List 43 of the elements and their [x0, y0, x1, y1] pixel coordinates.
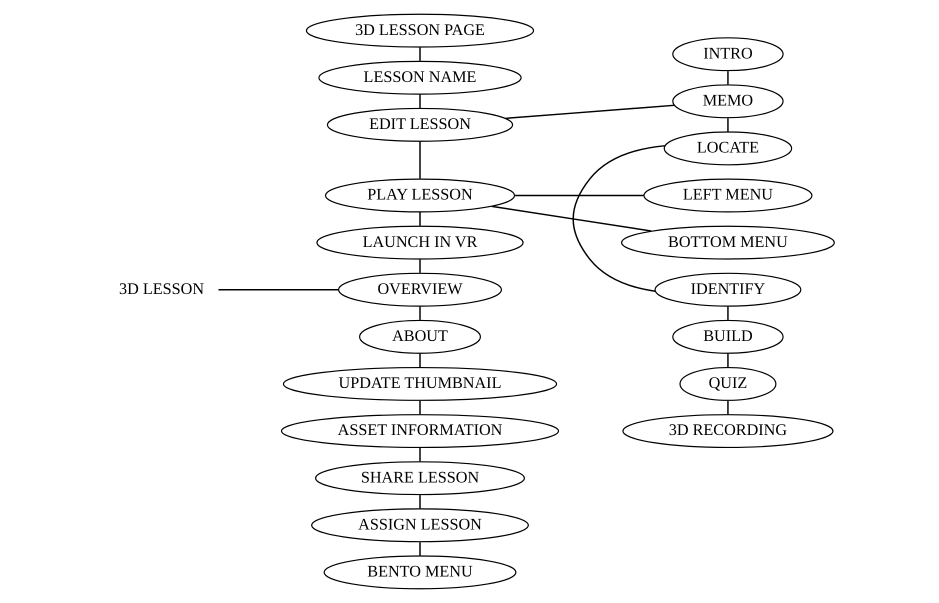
node-ellipse: EDIT LESSON [326, 108, 514, 142]
node-ellipse: 3D LESSON PAGE [306, 14, 534, 48]
node-ellipse: LEFT MENU [643, 178, 813, 212]
node-ellipse: PLAY LESSON [324, 178, 516, 212]
node-ellipse: LESSON NAME [318, 60, 522, 95]
connector [727, 400, 729, 414]
node-ellipse: QUIZ [679, 366, 776, 401]
connector [572, 145, 665, 292]
connector [419, 542, 421, 556]
node-ellipse: SHARE LESSON [315, 461, 525, 496]
connector [727, 71, 729, 84]
node-ellipse: ABOUT [359, 320, 481, 354]
connector [419, 48, 421, 61]
connector [419, 142, 421, 178]
connector [419, 400, 421, 414]
connector [419, 448, 421, 462]
connector [419, 306, 421, 320]
connector [419, 212, 421, 226]
connector [506, 104, 674, 120]
node-ellipse: IDENTIFY [654, 272, 802, 307]
connector [218, 289, 338, 290]
connector [515, 194, 644, 196]
connector [727, 306, 729, 320]
node-ellipse: BENTO MENU [324, 555, 516, 590]
connector [419, 260, 421, 273]
connector [727, 118, 729, 132]
node-ellipse: ASSET INFORMATION [280, 414, 560, 448]
node-ellipse: 3D RECORDING [622, 414, 834, 448]
node-ellipse: ASSIGN LESSON [311, 508, 529, 542]
node-text: 3D LESSON [119, 280, 204, 298]
node-ellipse: INTRO [672, 37, 784, 72]
node-ellipse: OVERVIEW [338, 272, 502, 307]
node-ellipse: LAUNCH IN VR [316, 226, 524, 260]
node-ellipse: BOTTOM MENU [620, 226, 835, 260]
connector [727, 354, 729, 368]
connector [419, 94, 421, 108]
connector [419, 354, 421, 368]
node-ellipse: LOCATE [664, 131, 792, 166]
connector [492, 206, 652, 232]
node-ellipse: UPDATE THUMBNAIL [282, 366, 558, 401]
connector [419, 495, 421, 508]
node-ellipse: BUILD [672, 320, 784, 354]
node-ellipse: MEMO [672, 84, 784, 118]
